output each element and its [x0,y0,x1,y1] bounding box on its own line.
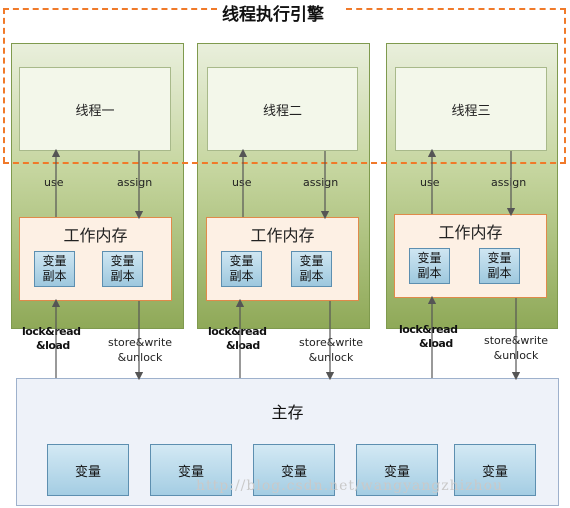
variable-copy-3a: 变量 副本 [409,248,450,284]
work-memory-title: 工作内存 [438,223,503,242]
variable-copy-3b: 变量 副本 [479,248,520,284]
copy-bottom: 副本 [417,266,442,280]
use-label-3: use [420,176,440,189]
work-memory-1: 工作内存 变量 副本 变量 副本 [19,217,172,301]
lock-label-line2: &load [419,337,453,350]
use-label-2: use [232,176,252,189]
copy-top: 变量 [229,254,254,268]
lock-label-line2: &load [226,339,260,352]
store-write-unlock-label-1: store&write &unlock [103,335,177,365]
engine-frame-right [564,8,566,163]
store-label-line2: &unlock [117,351,163,364]
lock-read-load-label-2: lock&read &load [208,325,270,353]
thread-name: 线程二 [262,103,302,119]
thread-box-2: 线程二 [207,67,358,151]
copy-bottom: 副本 [299,269,324,283]
engine-frame-top-right [346,8,566,10]
use-label-1: use [44,176,64,189]
thread-box-1: 线程一 [19,67,171,151]
lock-label-line2: &load [36,339,70,352]
copy-top: 变量 [487,251,512,265]
work-memory-title: 工作内存 [250,226,315,245]
thread-name: 线程一 [75,103,115,119]
lock-label-line1: lock&read [399,323,458,336]
copy-bottom: 副本 [229,269,254,283]
copy-bottom: 副本 [42,269,67,283]
copy-bottom: 副本 [110,269,135,283]
copy-top: 变量 [42,254,67,268]
thread-name: 线程三 [451,103,491,119]
lock-read-load-label-3: lock&read &load [399,323,461,351]
lock-read-load-label-1: lock&read &load [22,325,84,353]
engine-frame-bottom [3,162,566,164]
store-label-line1: store&write [107,336,173,349]
engine-frame-left [3,8,5,163]
assign-label-2: assign [303,176,339,189]
assign-label-1: assign [117,176,153,189]
assign-label-3: assign [491,176,527,189]
copy-top: 变量 [299,254,324,268]
variable-copy-2a: 变量 副本 [221,251,262,287]
copy-top: 变量 [417,251,442,265]
main-variable-4: 变量 [356,444,438,496]
engine-title: 线程执行引擎 [222,5,324,25]
main-variable-2: 变量 [150,444,232,496]
variable-copy-1b: 变量 副本 [102,251,143,287]
variable-copy-2b: 变量 副本 [291,251,332,287]
work-memory-title: 工作内存 [63,226,128,245]
main-memory: 主存 变量 变量 变量 变量 变量 [16,378,559,506]
copy-top: 变量 [110,254,135,268]
store-label-line2: &unlock [308,351,354,364]
engine-frame-top-left [3,8,217,10]
main-variable-3: 变量 [253,444,335,496]
store-write-unlock-label-2: store&write &unlock [294,335,368,365]
main-variable-1: 变量 [47,444,129,496]
work-memory-2: 工作内存 变量 副本 变量 副本 [206,217,359,301]
store-label-line1: store&write [298,336,364,349]
thread-box-3: 线程三 [395,67,547,151]
main-memory-title: 主存 [271,403,304,422]
lock-label-line1: lock&read [22,325,81,338]
watermark: http://blog.csdn.net/wangyangzhizhou [196,478,504,494]
main-variable-5: 变量 [454,444,536,496]
lock-label-line1: lock&read [208,325,267,338]
copy-bottom: 副本 [487,266,512,280]
work-memory-3: 工作内存 变量 副本 变量 副本 [394,214,547,298]
variable-copy-1a: 变量 副本 [34,251,75,287]
